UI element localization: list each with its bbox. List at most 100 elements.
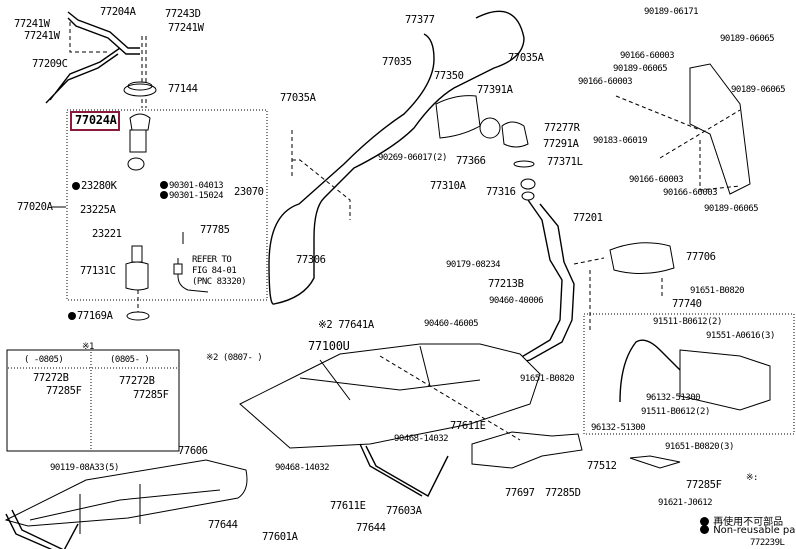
part-77350[interactable]: 77350 xyxy=(434,70,464,82)
part-77601A[interactable]: 77601A xyxy=(262,531,298,543)
part-77391A[interactable]: 77391A xyxy=(477,84,513,96)
non-reusable-dot-icon xyxy=(700,517,709,526)
inset-col1-header: ( -0805) xyxy=(24,355,64,365)
part-77306[interactable]: 77306 xyxy=(296,254,326,266)
part-77644-a[interactable]: 77644 xyxy=(208,519,238,531)
cap-77291A xyxy=(501,121,529,148)
part-90189-06065-d[interactable]: 90189-06065 xyxy=(704,204,759,214)
part-77785[interactable]: 77785 xyxy=(200,224,230,236)
valve-77706 xyxy=(609,242,675,274)
fuel-tube-77204A xyxy=(45,11,140,104)
part-90119-08A33[interactable]: 90119-08A33(5) xyxy=(50,463,119,473)
non-reusable-dot-icon xyxy=(72,182,80,190)
part-91511-B0612-b[interactable]: 91511-B0612(2) xyxy=(641,407,710,417)
pump-assembly-frame xyxy=(66,109,268,301)
part-77241W-c[interactable]: 77241W xyxy=(24,30,60,42)
band-77601A xyxy=(5,509,79,549)
part-77316[interactable]: 77316 xyxy=(486,186,516,198)
part-77020A[interactable]: 77020A xyxy=(17,201,53,213)
part-91511-B0612-a[interactable]: 91511-B0612(2) xyxy=(653,317,722,327)
bracket-77697 xyxy=(471,431,583,469)
part-77144[interactable]: 77144 xyxy=(168,83,198,95)
non-reusable-dot-icon xyxy=(68,312,76,320)
ring-77391A xyxy=(479,117,501,139)
refer-note-line2[interactable]: FIG 84-01 xyxy=(192,266,237,276)
part-77024A[interactable]: 77024A xyxy=(75,113,117,127)
part-90189-06065-c[interactable]: 90189-06065 xyxy=(731,85,786,95)
part-77611E-b[interactable]: 77611E xyxy=(450,420,486,432)
part-23070[interactable]: 23070 xyxy=(234,186,264,198)
part-77366[interactable]: 77366 xyxy=(456,155,486,167)
part-90189-06065-b[interactable]: 90189-06065 xyxy=(613,64,668,74)
part-77169A[interactable]: 77169A xyxy=(68,310,113,322)
part-77241W-b[interactable]: 77241W xyxy=(168,22,204,34)
part-77100U[interactable]: 77100U xyxy=(308,339,350,353)
part-77644-b[interactable]: 77644 xyxy=(356,522,386,534)
part-77371L[interactable]: 77371L xyxy=(547,156,583,168)
part-77035A-b[interactable]: 77035A xyxy=(280,92,316,104)
part-90301-15024-text: 90301-15024 xyxy=(169,191,224,201)
part-77706[interactable]: 77706 xyxy=(686,251,716,263)
part-90460-46005[interactable]: 90460-46005 xyxy=(424,319,479,329)
part-90301-04013[interactable]: 90301-04013 xyxy=(160,180,224,192)
part-77611E-a[interactable]: 77611E xyxy=(330,500,366,512)
part-90189-06065-a[interactable]: 90189-06065 xyxy=(720,34,775,44)
figure-code: 772239L xyxy=(750,538,785,548)
part-90301-15024[interactable]: 90301-15024 xyxy=(160,190,224,202)
part-77512[interactable]: 77512 xyxy=(587,460,617,472)
part-91651-B0820-a[interactable]: 91651-B0820 xyxy=(690,286,745,296)
part-77201[interactable]: 77201 xyxy=(573,212,603,224)
inset-col1-part-77272B[interactable]: 77272B xyxy=(33,372,69,384)
legend-non-reusable-en: Non-reusable part xyxy=(700,525,796,536)
part-23225A[interactable]: 23225A xyxy=(80,204,116,216)
part-90179-08234[interactable]: 90179-08234 xyxy=(446,260,501,270)
inset-col2-part-77285F[interactable]: 77285F xyxy=(133,389,169,401)
part-77291A[interactable]: 77291A xyxy=(543,138,579,150)
part-77131C[interactable]: 77131C xyxy=(80,265,116,277)
part-90301-04013-text: 90301-04013 xyxy=(169,181,224,191)
legend-jp-text: 再使用不可部品 xyxy=(713,517,784,528)
part-77310A[interactable]: 77310A xyxy=(430,180,466,192)
part-77603A[interactable]: 77603A xyxy=(386,505,422,517)
part-90166-60003-a[interactable]: 90166-60003 xyxy=(620,51,675,61)
inset-col1-part-77285F[interactable]: 77285F xyxy=(46,385,82,397)
part-77035[interactable]: 77035 xyxy=(382,56,412,68)
part-96132-51300-a[interactable]: 96132-51300 xyxy=(646,393,701,403)
part-77606[interactable]: 77606 xyxy=(178,445,208,457)
part-90468-14032-a[interactable]: 90468-14032 xyxy=(275,463,330,473)
part-23221[interactable]: 23221 xyxy=(92,228,122,240)
bracket-77277R xyxy=(689,63,751,195)
part-77243D[interactable]: 77243D xyxy=(165,8,201,20)
part-90166-60003-d[interactable]: 90166-60003 xyxy=(663,188,718,198)
part-90189-06171[interactable]: 90189-06171 xyxy=(644,7,699,17)
part-91651-B0820-b[interactable]: 91651-B0820 xyxy=(520,374,575,384)
part-77740[interactable]: 77740 xyxy=(672,298,702,310)
part-77697[interactable]: 77697 xyxy=(505,487,535,499)
part-91651-B0820-c[interactable]: 91651-B0820(3) xyxy=(665,442,734,452)
part-91621-J0612[interactable]: 91621-J0612 xyxy=(658,498,713,508)
inset-col2-part-77272B[interactable]: 77272B xyxy=(119,375,155,387)
part-77209C[interactable]: 77209C xyxy=(32,58,68,70)
part-77035A-a[interactable]: 77035A xyxy=(508,52,544,64)
part-96132-51300-b[interactable]: 96132-51300 xyxy=(591,423,646,433)
part-77377[interactable]: 77377 xyxy=(405,14,435,26)
filter-77131C xyxy=(125,261,149,291)
part-90468-14032-b[interactable]: 90468-14032 xyxy=(394,434,449,444)
part-77641A[interactable]: ※2 77641A xyxy=(318,319,374,331)
part-77169A-text: 77169A xyxy=(77,310,113,322)
part-23280K[interactable]: 23280K xyxy=(72,180,117,192)
part-90183-06019[interactable]: 90183-06019 xyxy=(593,136,648,146)
part-90269-06017[interactable]: 90269-06017(2) xyxy=(378,153,447,163)
part-77285F[interactable]: 77285F xyxy=(686,479,722,491)
part-77204A[interactable]: 77204A xyxy=(100,6,136,18)
part-91551-A0616[interactable]: 91551-A0616(3) xyxy=(706,331,775,341)
part-77213B[interactable]: 77213B xyxy=(488,278,524,290)
part-77285D[interactable]: 77285D xyxy=(545,487,581,499)
part-90460-40006[interactable]: 90460-40006 xyxy=(489,296,544,306)
part-90166-60003-c[interactable]: 90166-60003 xyxy=(629,175,684,185)
non-reusable-dot-icon xyxy=(160,191,168,199)
part-90166-60003-b[interactable]: 90166-60003 xyxy=(578,77,633,87)
part-77241W-a[interactable]: 77241W xyxy=(14,18,50,30)
cable-77035 xyxy=(268,10,525,305)
part-77277R[interactable]: 77277R xyxy=(544,122,580,134)
